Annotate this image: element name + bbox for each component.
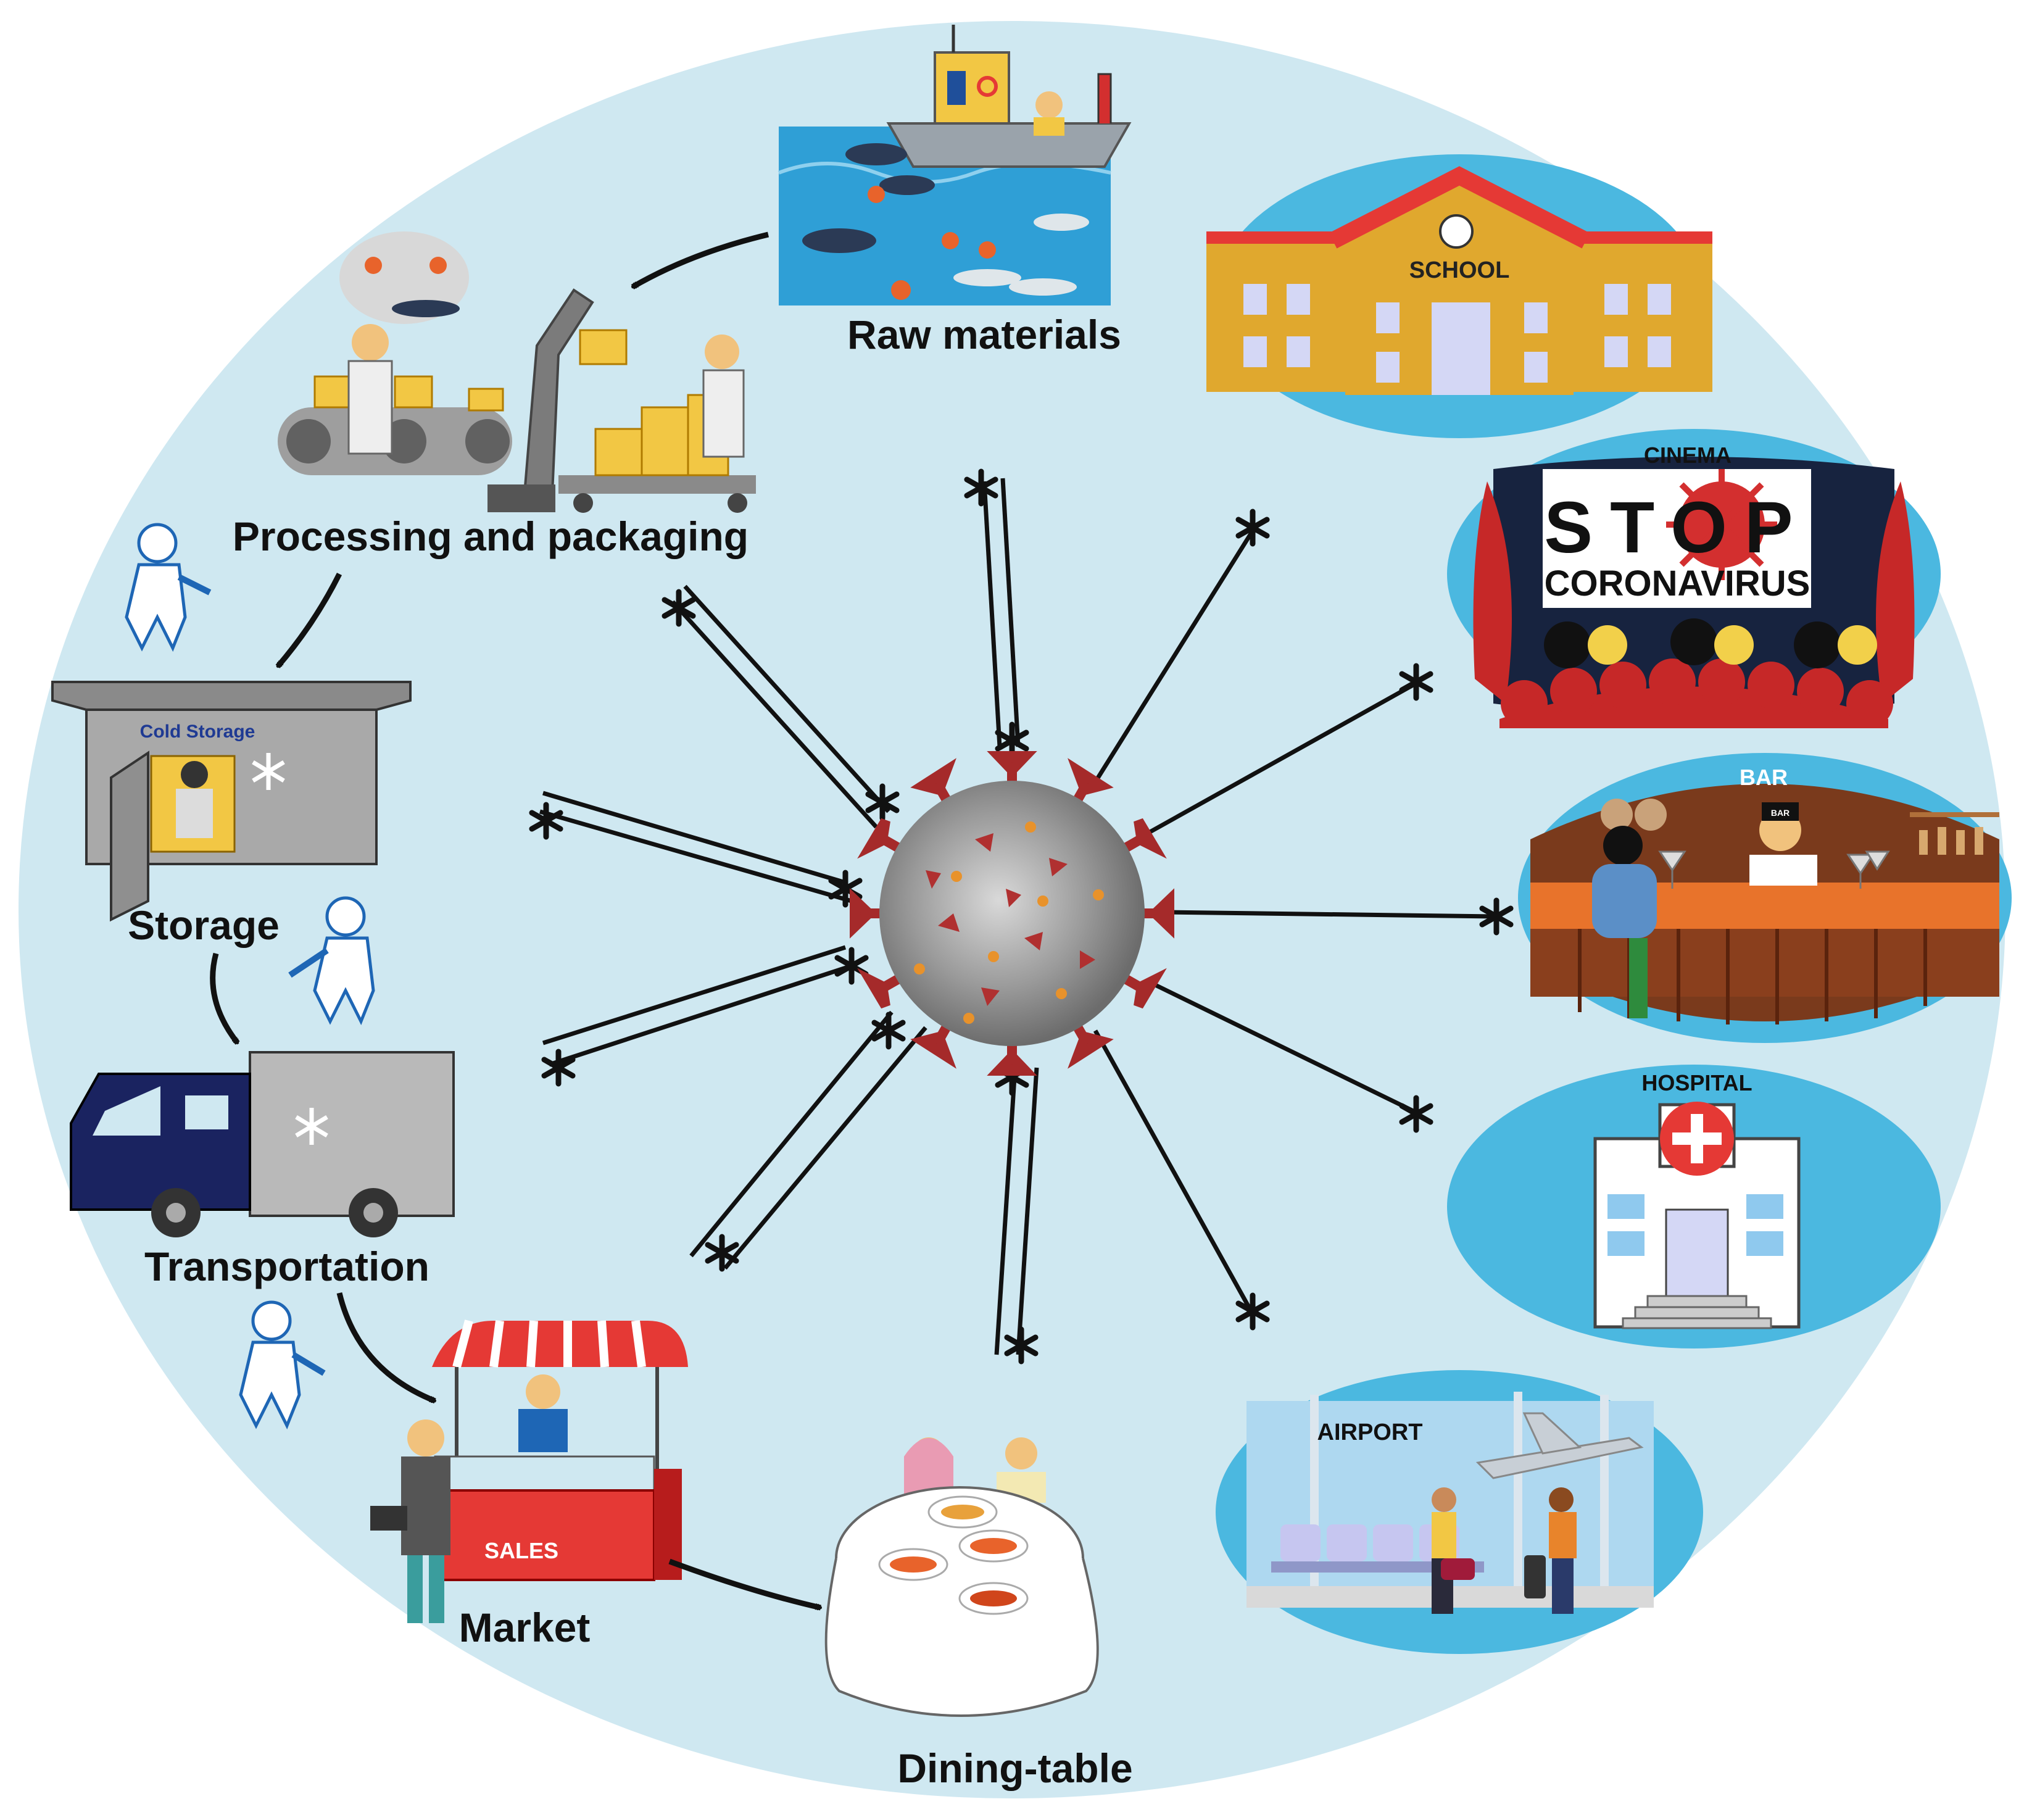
coronavirus-sign-text: CORONAVIRUS <box>1545 563 1810 604</box>
processing-illustration <box>278 231 756 513</box>
storage-label: Storage <box>128 902 280 948</box>
arrow-raw-to-processing <box>632 231 769 289</box>
disinfection-worker-icon <box>288 896 375 1026</box>
spread-lines <box>539 478 1494 1355</box>
bar-cap-text: BAR <box>1771 808 1790 818</box>
arrow-transport-to-market <box>336 1292 435 1404</box>
cold-storage-sign: Cold Storage <box>140 721 255 742</box>
cold-storage-illustration <box>51 681 412 922</box>
coronavirus-icon <box>850 751 1174 1076</box>
dining-table-label: Dining-table <box>897 1745 1132 1791</box>
hospital-sign: HOSPITAL <box>1641 1070 1752 1095</box>
market-label: Market <box>459 1605 591 1650</box>
airport-illustration <box>1216 1370 1703 1654</box>
raw-materials-label: Raw materials <box>847 312 1121 357</box>
food-chain-arrows <box>210 231 821 1611</box>
school-sign: SCHOOL <box>1409 257 1510 283</box>
market-stall-illustration <box>370 1319 688 1623</box>
arrow-market-to-dining <box>668 1558 821 1611</box>
disinfection-worker-icon <box>239 1300 326 1430</box>
arrow-processing-to-storage <box>275 572 342 667</box>
bar-sign: BAR <box>1740 765 1788 790</box>
stop-sign-text: STOP <box>1544 487 1810 568</box>
raw-materials-illustration <box>778 25 1132 305</box>
arrow-storage-to-transport <box>210 952 240 1043</box>
transportation-label: Transportation <box>144 1244 429 1289</box>
truck-illustration <box>70 1051 455 1237</box>
cinema-sign: CINEMA <box>1644 443 1732 468</box>
school-illustration <box>1206 154 1712 438</box>
hospital-illustration <box>1447 1065 1941 1348</box>
sales-sign: SALES <box>484 1538 558 1563</box>
dining-table-illustration <box>824 1437 1099 1717</box>
bar-illustration <box>1518 753 2012 1043</box>
disinfection-worker-icon <box>125 523 212 652</box>
processing-label: Processing and packaging <box>233 513 749 559</box>
cinema-illustration <box>1447 429 1941 728</box>
airport-sign: AIRPORT <box>1317 1419 1423 1445</box>
